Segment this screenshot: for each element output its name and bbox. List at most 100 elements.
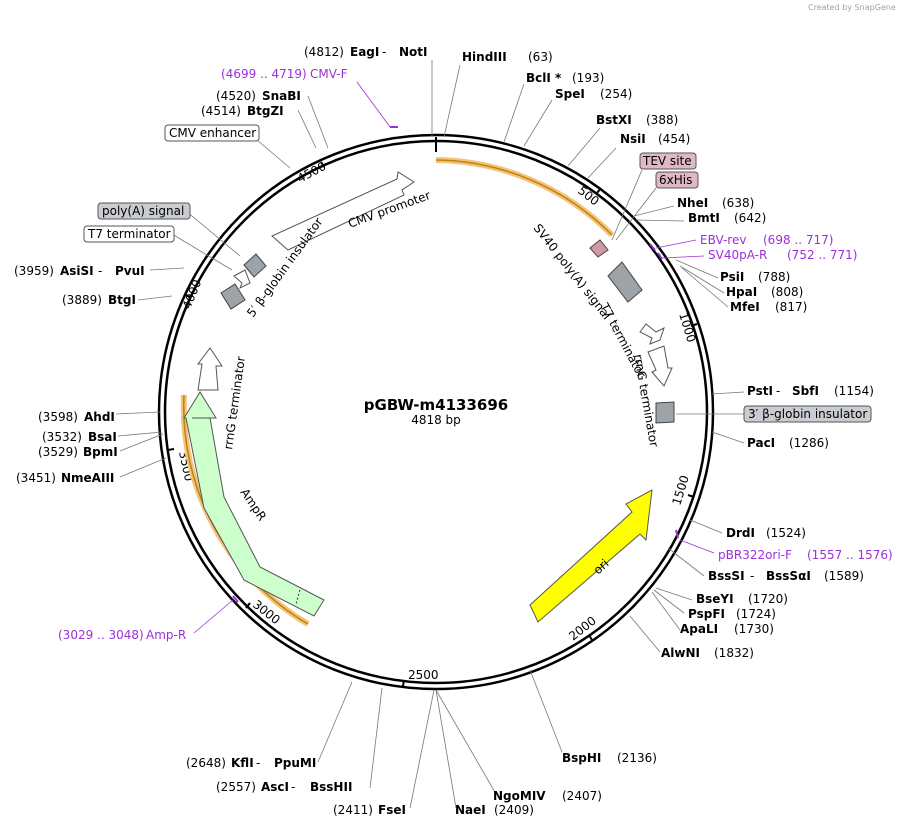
svg-text:HpaI: HpaI [726, 285, 757, 299]
site-spei[interactable]: SpeI(254) [555, 87, 632, 101]
box-tev-site[interactable]: TEV site [639, 152, 697, 170]
site-bseyi[interactable]: BseYI(1720) [696, 592, 788, 606]
svg-text:SbfI: SbfI [792, 384, 819, 398]
orf-arc-top-line [435, 159, 613, 236]
svg-text:SV40pA-R: SV40pA-R [708, 248, 767, 262]
site-btgi[interactable]: (3889) BtgI [62, 293, 136, 307]
site-bmti[interactable]: BmtI(642) [688, 211, 766, 225]
site-nmeaiii[interactable]: (3451) NmeAIII [16, 471, 114, 485]
svg-text:NgoMIV: NgoMIV [493, 789, 546, 803]
site-paci[interactable]: PacI(1286) [747, 436, 829, 450]
site-bcli[interactable]: BclI *(193) [526, 71, 604, 85]
site-hindiii[interactable]: HindIII (63) [462, 50, 553, 64]
t7-arrow[interactable] [639, 323, 665, 345]
svg-text:BtgZI: BtgZI [247, 104, 284, 118]
svg-text:BstXI: BstXI [596, 113, 632, 127]
globin5-arrow[interactable] [233, 269, 251, 290]
svg-text:NsiI: NsiI [620, 132, 646, 146]
site-psii[interactable]: PsiI(788) [720, 270, 790, 284]
site-ahdi[interactable]: (3598)AhdI [38, 410, 115, 424]
svg-text:Amp-R: Amp-R [146, 628, 186, 642]
svg-text:-: - [750, 569, 754, 583]
site-bstxi[interactable]: BstXI(388) [596, 113, 678, 127]
svg-text:BclI *: BclI * [526, 71, 562, 85]
box-globin3[interactable]: 3′ β-globin insulator [743, 405, 872, 423]
svg-text:(3889): (3889) [62, 293, 102, 307]
tick-1500: 1500 [669, 474, 691, 507]
site-asisi[interactable]: (3959)AsiSI - PvuI [14, 264, 145, 278]
svg-text:(1524): (1524) [766, 526, 806, 540]
tev-his-box[interactable] [589, 239, 609, 258]
site-ngomiv[interactable]: NgoMIV(2407) [493, 789, 602, 803]
site-pspfi[interactable]: PspFI(1724) [688, 607, 776, 621]
site-eagi[interactable]: (4812)EagI - NotI [304, 45, 428, 59]
svg-text:(63): (63) [528, 50, 553, 64]
svg-text:NmeAIII: NmeAIII [61, 471, 114, 485]
feature-ampr: AmpR [238, 486, 270, 524]
box-polya-signal[interactable]: poly(A) signal [97, 202, 191, 220]
svg-text:(2648): (2648) [186, 756, 226, 770]
svg-text:KflI: KflI [231, 756, 254, 770]
svg-text:FseI: FseI [378, 803, 406, 817]
site-hpai[interactable]: HpaI(808) [726, 285, 803, 299]
site-psti[interactable]: PstI - SbfI(1154) [747, 384, 874, 398]
svg-text:(3451): (3451) [16, 471, 56, 485]
site-bsphi[interactable]: BspHI (2136) [562, 751, 657, 765]
svg-text:PsiI: PsiI [720, 270, 744, 284]
site-asci[interactable]: (2557)AscI - BssHII [216, 780, 352, 794]
site-snabi[interactable]: (4520)SnaBI [216, 89, 301, 103]
tick-2500: 2500 [408, 668, 439, 682]
site-fsei[interactable]: (2411)FseI [333, 803, 406, 817]
site-apali[interactable]: ApaLI(1730) [680, 622, 774, 636]
site-bpmi[interactable]: (3529)BpmI [38, 445, 118, 459]
site-kfli[interactable]: (2648)KflI - PpuMI [186, 756, 316, 770]
svg-text:BpmI: BpmI [83, 445, 118, 459]
svg-text:BsaI: BsaI [88, 430, 117, 444]
svg-text:HindIII: HindIII [462, 50, 507, 64]
svg-text:(3959): (3959) [14, 264, 54, 278]
primer-cmvf[interactable]: (4699 .. 4719)CMV-F [221, 67, 348, 81]
svg-text:NheI: NheI [677, 196, 708, 210]
globin3-box[interactable] [655, 401, 675, 424]
svg-text:(4699 .. 4719): (4699 .. 4719) [221, 67, 307, 81]
plasmid-name: pGBW-m4133696 [364, 396, 508, 414]
globin5-box-a[interactable] [243, 253, 267, 278]
svg-text:BtgI: BtgI [108, 293, 136, 307]
box-t7-terminator[interactable]: T7 terminator [83, 225, 175, 243]
svg-text:NotI: NotI [399, 45, 428, 59]
rrng-arrow-right[interactable] [647, 345, 673, 387]
site-bsai[interactable]: (3532)BsaI [42, 430, 117, 444]
sv40-box[interactable] [607, 261, 643, 303]
primer-pbr322[interactable]: pBR322ori-F(1557 .. 1576) [718, 548, 893, 562]
site-nsii[interactable]: NsiI(454) [620, 132, 690, 146]
svg-text:6xHis: 6xHis [659, 173, 692, 187]
svg-text:BspHI: BspHI [562, 751, 601, 765]
primer-ebvrev[interactable]: EBV-rev(698 .. 717) [700, 233, 833, 247]
svg-text:(2136): (2136) [617, 751, 657, 765]
svg-text:PacI: PacI [747, 436, 775, 450]
primer-sv40pa[interactable]: SV40pA-R(752 .. 771) [708, 248, 857, 262]
svg-text:AlwNI: AlwNI [661, 646, 700, 660]
site-bsssi[interactable]: BssSI - BssSαI(1589) [708, 569, 864, 583]
site-alwni[interactable]: AlwNI(1832) [661, 646, 754, 660]
svg-text:pBR322ori-F: pBR322ori-F [718, 548, 792, 562]
ori-arrow[interactable] [529, 489, 653, 623]
svg-text:-: - [256, 756, 260, 770]
box-cmv-enhancer[interactable]: CMV enhancer [164, 124, 260, 142]
ampr-arrow[interactable] [183, 391, 325, 617]
svg-text:(3598): (3598) [38, 410, 78, 424]
site-naei[interactable]: NaeI(2409) [455, 803, 534, 817]
box-6xhis[interactable]: 6xHis [655, 171, 699, 189]
site-drdi[interactable]: DrdI(1524) [726, 526, 806, 540]
rrng-arrow-left[interactable] [197, 347, 223, 391]
globin5-box-b[interactable] [220, 283, 246, 310]
site-mfei[interactable]: MfeI(817) [730, 300, 807, 314]
site-btgzi[interactable]: (4514)BtgZI [201, 104, 284, 118]
feature-rrng-left: rrnG terminator [221, 355, 248, 450]
site-nhei[interactable]: NheI(638) [677, 196, 754, 210]
tick-4000: 4000 [180, 278, 204, 312]
svg-text:(1154): (1154) [834, 384, 874, 398]
primer-ampr[interactable]: (3029 .. 3048)Amp-R [58, 628, 186, 642]
cmv-promoter-arrow[interactable] [271, 171, 415, 251]
svg-text:EagI: EagI [350, 45, 379, 59]
